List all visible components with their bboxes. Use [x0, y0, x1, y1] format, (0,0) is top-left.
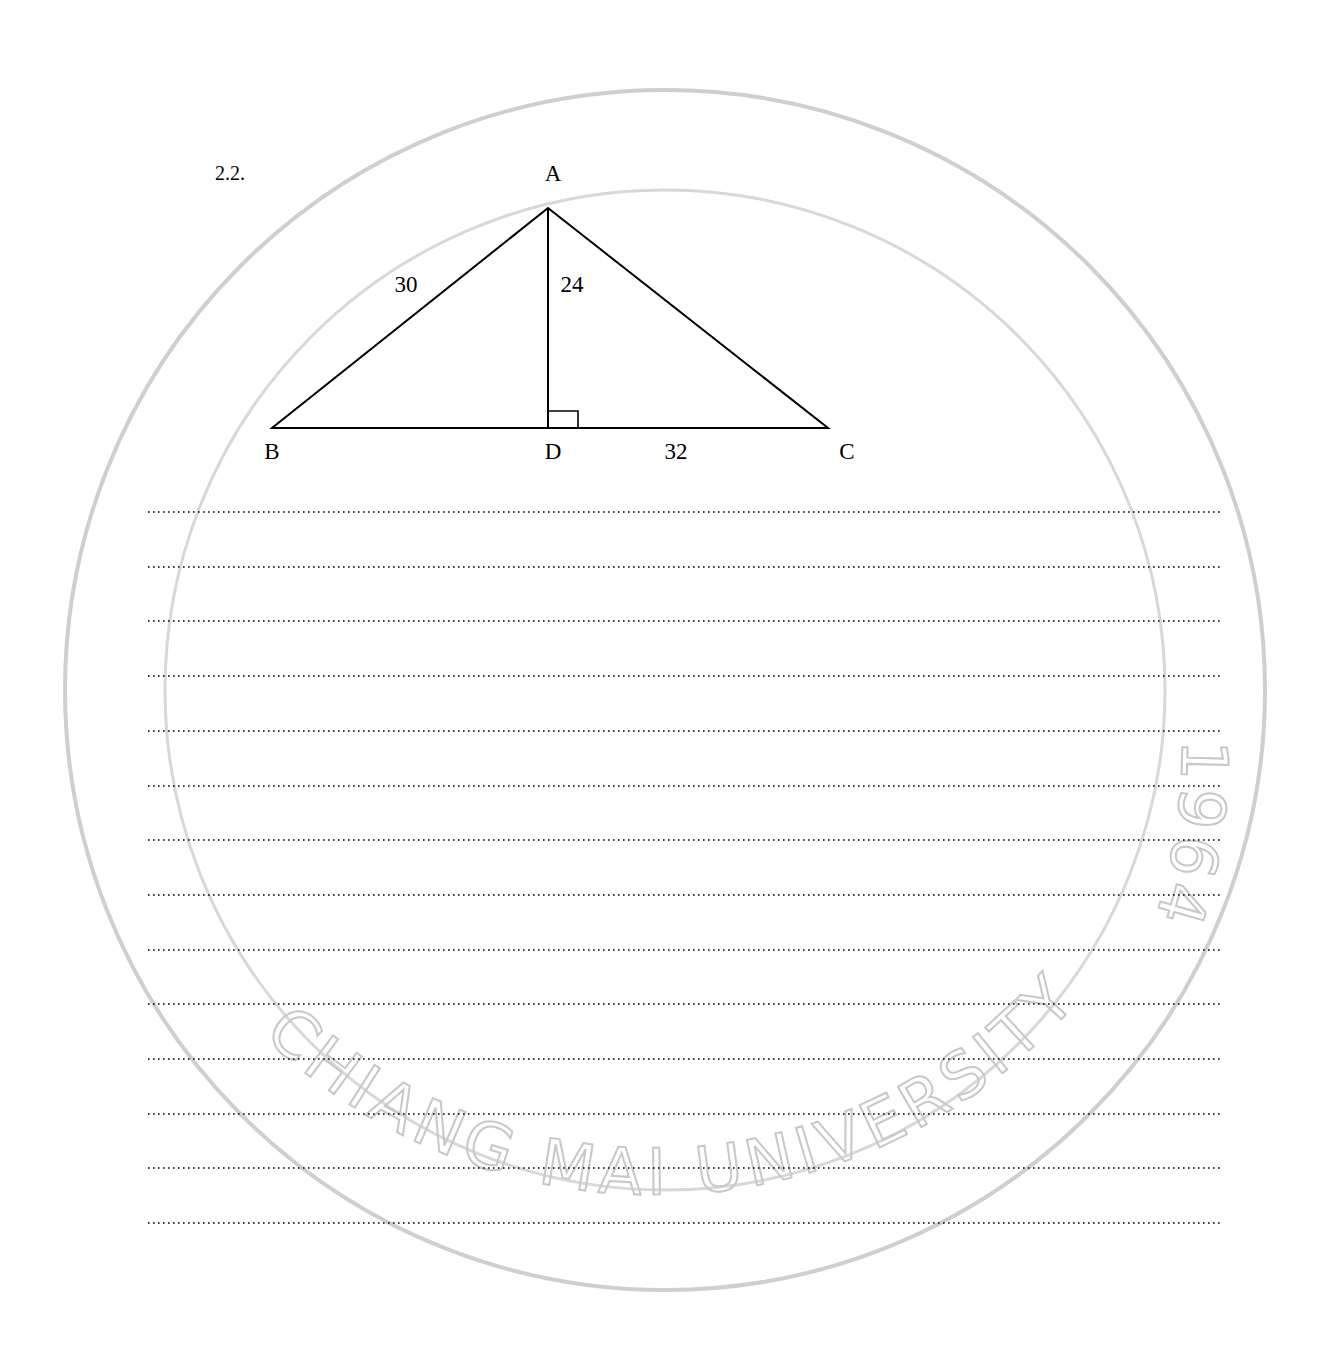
watermark-text: 1964	[1140, 739, 1242, 940]
right-angle-mark	[548, 411, 578, 428]
dotted-line	[148, 1058, 1222, 1060]
dotted-line	[148, 1113, 1222, 1115]
dotted-line	[148, 1003, 1222, 1005]
vertex-label: D	[545, 440, 562, 463]
altitude	[547, 208, 549, 428]
dotted-line	[148, 949, 1222, 951]
dotted-line	[148, 1222, 1222, 1224]
triangle	[272, 208, 828, 428]
dotted-line	[148, 839, 1222, 841]
writing-lines	[148, 512, 1222, 1223]
watermark-ring	[65, 90, 1265, 1290]
dotted-line	[148, 1167, 1222, 1169]
dotted-line	[148, 566, 1222, 568]
dotted-line	[148, 785, 1222, 787]
vertex-label: A	[545, 162, 562, 185]
vertex-label: B	[264, 440, 279, 463]
vertex-label: C	[839, 440, 854, 463]
dotted-line	[148, 675, 1222, 677]
length-label: 30	[395, 273, 418, 296]
dotted-line	[148, 894, 1222, 896]
length-label: 32	[665, 440, 688, 463]
problem-number: 2.2.	[215, 163, 245, 183]
watermark-text: CHIANG MAI UNIVERSITY	[252, 958, 1091, 1210]
dotted-line	[148, 730, 1222, 732]
dotted-line	[148, 620, 1222, 622]
length-label: 24	[561, 273, 584, 296]
dotted-line	[148, 511, 1222, 513]
